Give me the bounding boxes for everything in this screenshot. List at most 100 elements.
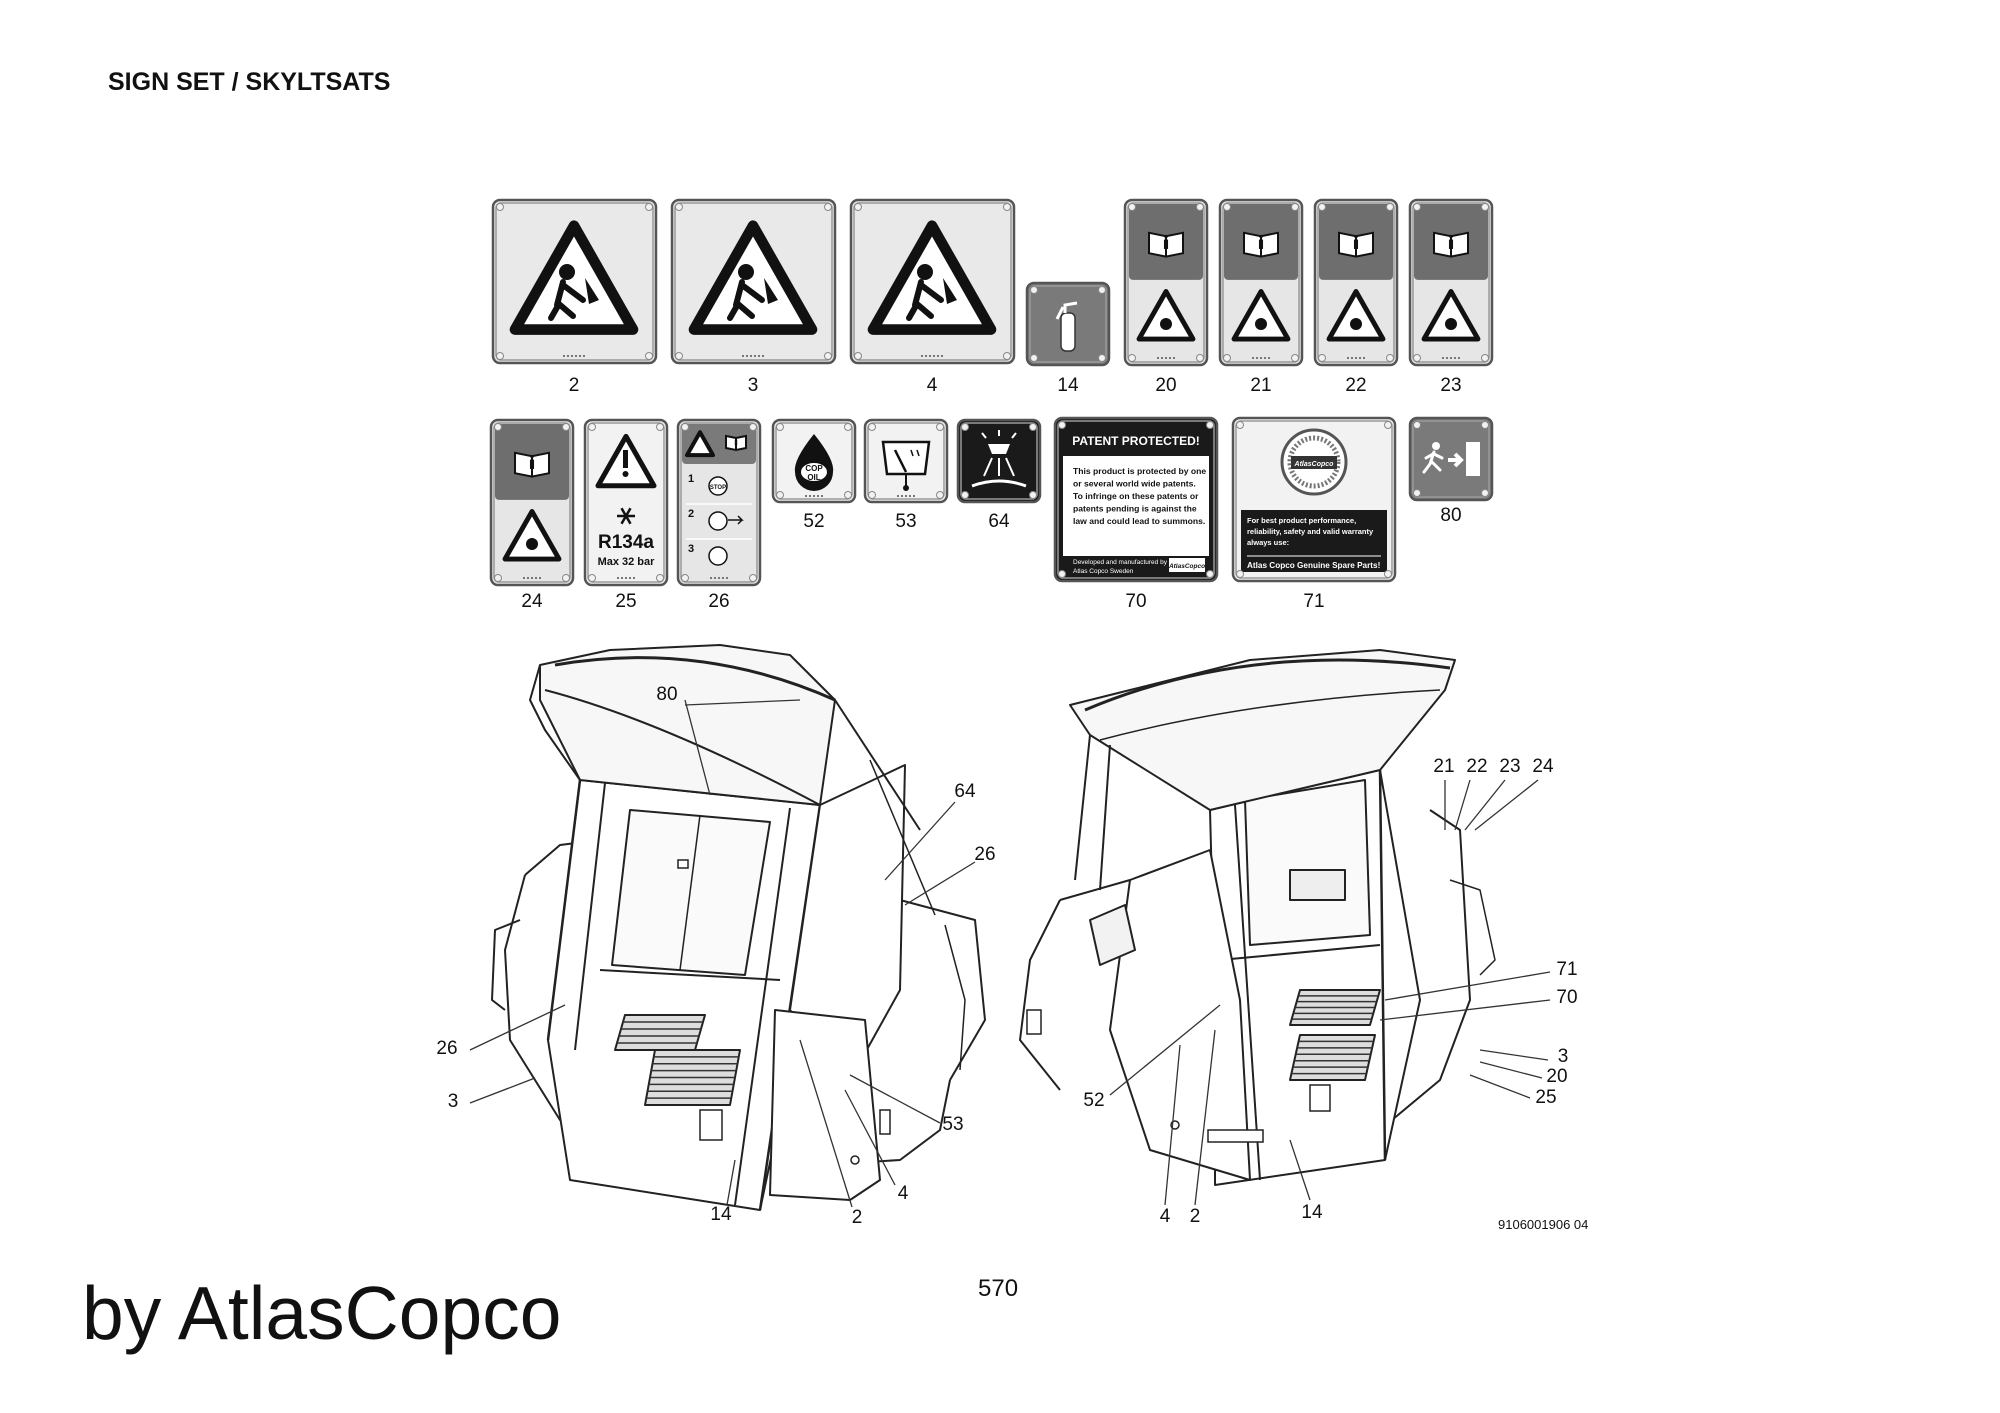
callout-label: 25: [615, 591, 636, 612]
callout-label: 2: [569, 375, 580, 396]
sign-53: [863, 418, 949, 504]
callout-label: 52: [803, 511, 824, 532]
callout-right-71-4: 71: [1556, 959, 1577, 980]
hazard-pictogram-icon: [526, 538, 538, 550]
warning-triangle-icon: [867, 220, 997, 335]
callout-right-70-5: 70: [1556, 987, 1577, 1008]
sign-2: [491, 198, 658, 365]
sign-20: [1123, 198, 1209, 367]
person-caught-icon: [548, 264, 599, 321]
leader-line: [1454, 779, 1471, 831]
leader-line: [1479, 1061, 1543, 1079]
callout-label: 26: [708, 591, 729, 612]
svg-text:AtlasCopco: AtlasCopco: [1168, 563, 1205, 570]
hazard-pictogram-icon: [1445, 318, 1457, 330]
callout-label: 3: [748, 375, 759, 396]
document-code: 9106001906 04: [1498, 1217, 1589, 1232]
hazard-pictogram-icon: [1255, 318, 1267, 330]
sign-70: PATENT PROTECTED!This product is protect…: [1053, 416, 1219, 583]
leader-line: [1464, 779, 1506, 831]
warning-triangle-icon: [1421, 289, 1481, 342]
manual-book-icon: [1243, 231, 1279, 258]
callout-right-14-12: 14: [1301, 1202, 1323, 1223]
fire-extinguisher-icon: [1055, 301, 1078, 352]
manual-book-icon: [514, 451, 550, 478]
leader-line: [1469, 1074, 1531, 1099]
leader-line: [799, 1039, 853, 1208]
leader-line: [1194, 1029, 1216, 1206]
svg-text:OIL: OIL: [807, 473, 820, 482]
page-title: SIGN SET / SKYLTSATS: [108, 68, 391, 96]
callout-label: 71: [1303, 591, 1324, 612]
hazard-pictogram-icon: [1350, 318, 1362, 330]
callout-right-20-7: 20: [1546, 1066, 1567, 1087]
stop-label: STOP: [710, 485, 726, 491]
callout-label: 22: [1345, 375, 1366, 396]
leader-line: [844, 1089, 896, 1186]
callout-label: 23: [1440, 375, 1461, 396]
sign-22: [1313, 198, 1399, 367]
sign-24: [489, 418, 575, 587]
svg-text:reliability, safety and valid: reliability, safety and valid warranty: [1247, 527, 1374, 536]
cab-left-view: [491, 644, 986, 1211]
hazard-pictogram-icon: [1160, 318, 1172, 330]
callout-left-4: 4: [898, 1183, 909, 1204]
leader-line: [884, 801, 956, 881]
callout-label: 21: [1250, 375, 1271, 396]
windscreen-washer-icon: [881, 440, 931, 491]
callout-left-14: 14: [710, 1204, 732, 1225]
svg-text:For best product performance,: For best product performance,: [1247, 516, 1356, 525]
callout-label: 53: [895, 511, 916, 532]
warning-triangle-icon: [1326, 289, 1386, 342]
genuine-parts-highlight: Atlas Copco Genuine Spare Parts!: [1247, 561, 1380, 570]
warning-triangle-icon: [509, 220, 639, 335]
callout-left-64: 64: [954, 781, 976, 802]
leader-line: [684, 699, 711, 796]
svg-text:always use:: always use:: [1247, 538, 1289, 547]
warning-triangle-icon: [1136, 289, 1196, 342]
callout-right-21-0: 21: [1433, 756, 1454, 777]
leader-line: [1379, 999, 1551, 1021]
leader-line: [1384, 971, 1551, 1001]
callout-left-26: 26: [436, 1038, 457, 1059]
callout-label: 70: [1125, 591, 1146, 612]
leader-line: [1479, 1049, 1549, 1061]
svg-text:1: 1: [688, 473, 694, 485]
callout-label: 14: [1057, 375, 1079, 396]
atlas-copco-logo: AtlasCopco: [1168, 558, 1205, 572]
svg-text:COP: COP: [805, 464, 823, 473]
sign-23: [1408, 198, 1494, 367]
sign-4: [849, 198, 1016, 365]
callout-left-80: 80: [656, 684, 677, 705]
svg-text:Developed and manufactured by: Developed and manufactured by: [1073, 559, 1168, 566]
leader-line: [1474, 779, 1539, 831]
manual-book-icon: [1148, 231, 1184, 258]
sign-64: [956, 418, 1042, 504]
svg-text:Atlas Copco Sweden: Atlas Copco Sweden: [1073, 568, 1134, 575]
svg-text:or several world wide patents.: or several world wide patents.: [1073, 479, 1196, 489]
emergency-exit-icon: [1422, 442, 1480, 476]
callout-right-25-8: 25: [1535, 1087, 1556, 1108]
callout-right-2-11: 2: [1190, 1206, 1201, 1227]
sign-80: [1408, 416, 1494, 502]
manual-book-icon: [1433, 231, 1469, 258]
work-light-icon: [971, 430, 1027, 488]
svg-text:patents pending is against the: patents pending is against the: [1073, 504, 1197, 514]
warning-triangle-icon: [1231, 289, 1291, 342]
snowflake-icon: [617, 507, 635, 525]
leader-line: [684, 699, 801, 706]
svg-text:This product is protected by o: This product is protected by one: [1073, 466, 1206, 476]
manual-book-icon: [725, 434, 747, 452]
leader-line: [726, 1159, 736, 1206]
svg-text:law and could lead to summons.: law and could lead to summons.: [1073, 516, 1205, 526]
sign-3: [670, 198, 837, 365]
leader-line: [1109, 1004, 1221, 1096]
svg-text:AtlasCopco: AtlasCopco: [1294, 461, 1335, 468]
callout-right-4-10: 4: [1160, 1206, 1171, 1227]
warning-triangle-icon: [688, 220, 818, 335]
manual-book-icon: [1338, 231, 1374, 258]
callout-left-53: 53: [942, 1114, 963, 1135]
